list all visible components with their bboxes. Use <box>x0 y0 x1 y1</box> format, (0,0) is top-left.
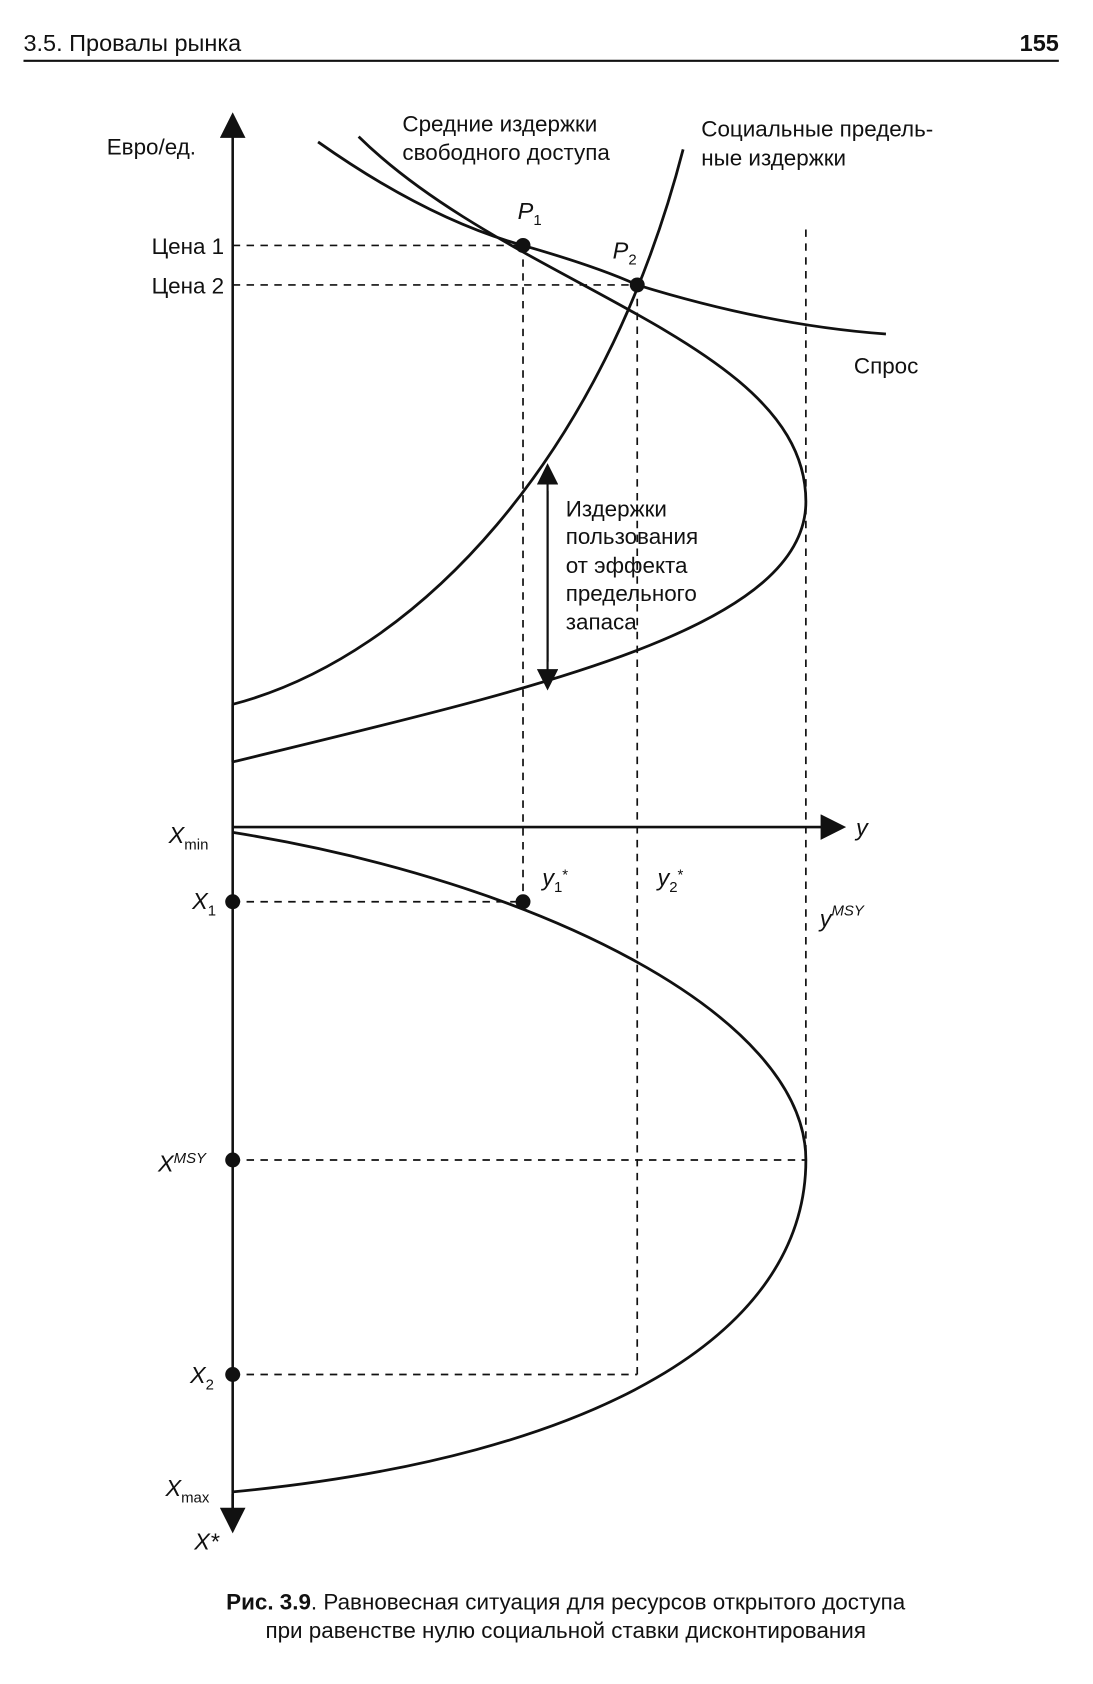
x-axis-label: y <box>854 815 869 841</box>
avg-cost-label-1: Средние издержки <box>402 111 597 136</box>
smc-label-2: ные издержки <box>701 145 846 170</box>
y2-label: y2* <box>656 865 684 896</box>
user-cost-line-1: Издержки <box>566 497 667 522</box>
point-x1 <box>225 894 241 910</box>
social-marginal-cost-curve <box>232 149 685 706</box>
xmsy-label: XMSY <box>157 1150 207 1177</box>
x2-label: X2 <box>189 1362 214 1393</box>
user-cost-line-3: от эффекта <box>566 553 688 578</box>
price1-label: Цена 1 <box>152 234 225 259</box>
figure-caption-line-2: при равенстве нулю социальной ставки дис… <box>265 1618 865 1643</box>
figure-caption-line-1: Рис. 3.9. Равновесная ситуация для ресур… <box>226 1589 906 1614</box>
y-axis-label: Евро/ед. <box>107 135 196 160</box>
xstar-label: X* <box>193 1529 220 1555</box>
xmin-label: Xmin <box>168 822 209 853</box>
xmax-label: Xmax <box>164 1475 209 1506</box>
point-p1 <box>515 237 531 253</box>
point-xmsy <box>225 1152 241 1168</box>
user-cost-line-4: предельного <box>566 581 697 606</box>
smc-label-1: Социальные предель- <box>701 117 933 142</box>
p2-label: P2 <box>613 237 637 268</box>
price2-label: Цена 2 <box>152 273 225 298</box>
point-x2 <box>225 1367 241 1382</box>
page-number: 155 <box>1020 30 1059 56</box>
point-y1 <box>515 894 531 910</box>
avg-cost-label-2: свободного доступа <box>402 140 610 165</box>
point-p2 <box>629 277 645 293</box>
ymsy-label: yMSY <box>818 903 865 932</box>
demand-label: Спрос <box>854 354 918 379</box>
p1-label: P1 <box>518 198 542 229</box>
demand-curve <box>317 140 887 336</box>
running-header: 3.5. Провалы рынка <box>23 30 242 56</box>
x1-label: X1 <box>191 888 216 919</box>
average-cost-curve <box>232 135 808 764</box>
user-cost-line-2: пользования <box>566 524 698 549</box>
user-cost-line-5: запаса <box>566 610 638 635</box>
stock-yield-curve <box>232 831 808 1494</box>
y1-label: y1* <box>540 865 568 896</box>
